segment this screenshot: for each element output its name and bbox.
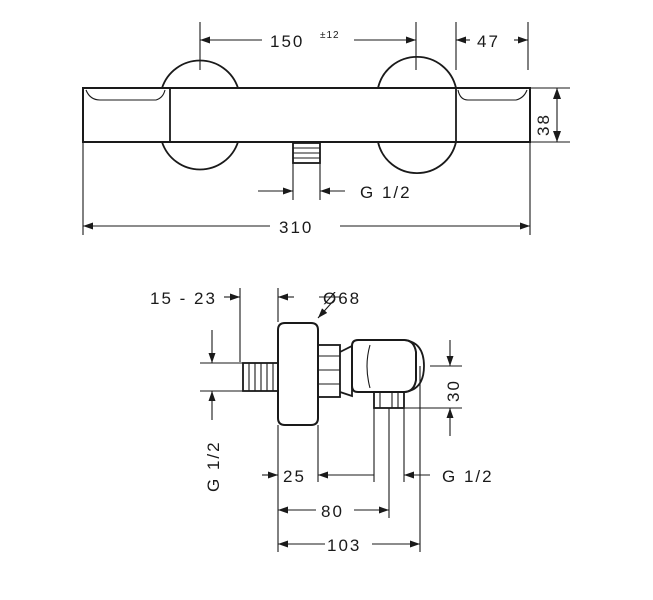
valve-body — [351, 339, 417, 393]
side-view: 15 - 23 Ø68 G 1/2 30 25 G 1/2 — [150, 288, 494, 555]
left-handle-detail — [85, 89, 166, 101]
dim-diameter: Ø68 — [323, 289, 361, 308]
mixer-body — [82, 87, 531, 143]
dim-outlet-thread: G 1/2 — [360, 183, 412, 202]
dim-inlet-thread: G 1/2 — [204, 440, 223, 492]
dim-projection: 15 - 23 — [150, 289, 217, 308]
front-view: 150 ±12 47 38 G 1/2 310 — [82, 22, 570, 237]
dim-outlet-height: 30 — [444, 379, 463, 402]
dim-height: 38 — [534, 113, 553, 136]
dim-depth-total: 103 — [327, 536, 361, 555]
right-handle-detail — [457, 89, 528, 101]
dim-side-outlet-thread: G 1/2 — [442, 467, 494, 486]
rosette — [277, 322, 319, 426]
dim-spacing: 150 — [270, 32, 304, 51]
nut — [317, 344, 341, 398]
dim-depth-outlet: 80 — [321, 502, 344, 521]
dim-total-width: 310 — [279, 218, 313, 237]
dim-spacing-tolerance: ±12 — [320, 30, 340, 41]
dim-rosette: 25 — [283, 467, 306, 486]
dim-handle: 47 — [477, 32, 500, 51]
side-outlet — [373, 391, 405, 409]
